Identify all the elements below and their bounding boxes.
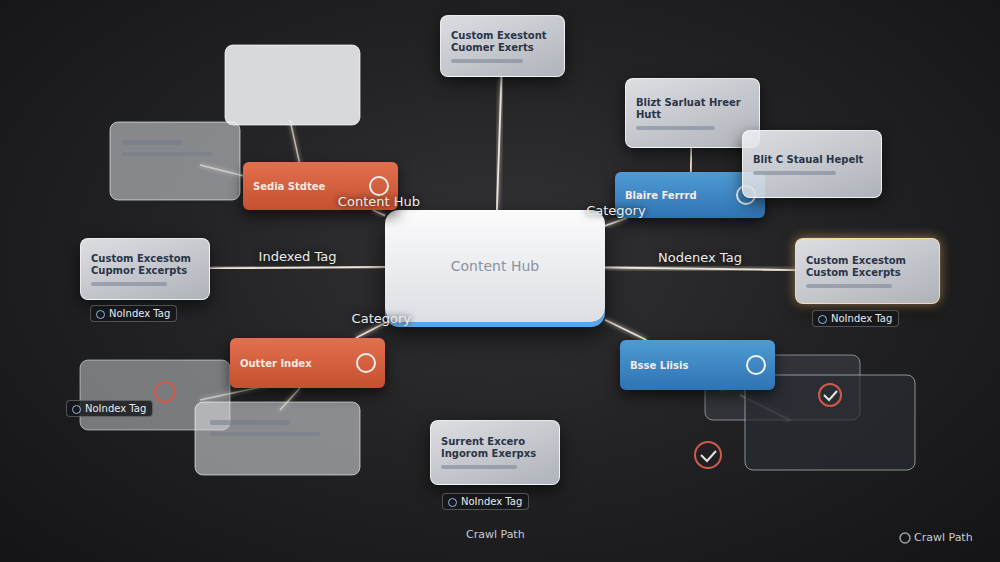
tag-badge: NoIndex Tag bbox=[812, 310, 899, 327]
text-placeholder-bar bbox=[806, 284, 892, 288]
text-placeholder-bar bbox=[441, 465, 517, 469]
node-title: Bsse Liisis bbox=[630, 360, 741, 371]
crawl-connector bbox=[690, 148, 693, 172]
node-title: Surrent Excero Ingorom Exerpxs bbox=[441, 436, 549, 460]
status-icon bbox=[369, 176, 389, 196]
crawl-connector bbox=[605, 320, 646, 340]
content-card: Blit C Staual Hepelt bbox=[742, 130, 882, 198]
edge-label: Indexed Tag bbox=[259, 248, 337, 263]
leader-lines bbox=[200, 120, 790, 420]
hub-box: Content Hub bbox=[385, 210, 605, 322]
status-icon bbox=[356, 353, 376, 373]
tag-badge: NoIndex Tag bbox=[442, 493, 529, 510]
content-card: Custom Excestom Custom Excerpts bbox=[795, 238, 940, 304]
crawl-connector bbox=[373, 210, 385, 216]
text-placeholder-bar bbox=[451, 59, 523, 63]
content-card: Surrent Excero Ingorom Exerpxs bbox=[430, 420, 560, 485]
node-title: Custom Exestont Cuomer Exerts bbox=[451, 30, 554, 54]
status-icon bbox=[746, 355, 766, 375]
crawl-connector bbox=[494, 322, 496, 420]
node-title: Custom Excestom Cupmor Excerpts bbox=[91, 253, 199, 277]
tag-badge: NoIndex Tag bbox=[90, 305, 177, 322]
category-label: Bsse Liisis bbox=[620, 340, 775, 390]
edge-label: Category bbox=[586, 202, 645, 217]
category-label: Outter Index bbox=[230, 338, 385, 388]
text-placeholder-bar bbox=[753, 171, 836, 175]
content-card: Blizt Sarluat Hreer Hutt bbox=[625, 78, 760, 148]
content-card: Custom Excestom Cupmor Excerpts bbox=[80, 238, 210, 300]
node-title: Blaire Ferrrd bbox=[625, 190, 731, 201]
caption-note: Crawl Path bbox=[466, 528, 525, 541]
node-title: Blizt Sarluat Hreer Hutt bbox=[636, 97, 749, 121]
node-title: Custom Excestom Custom Excerpts bbox=[806, 255, 929, 279]
node-title: Blit C Staual Hepelt bbox=[753, 154, 871, 166]
content-card: Custom Exestont Cuomer Exerts bbox=[440, 15, 565, 77]
text-placeholder-bar bbox=[91, 282, 167, 286]
crawl-connector bbox=[497, 77, 502, 210]
crawl-connector bbox=[210, 267, 385, 269]
edge-label: Nodenex Tag bbox=[658, 249, 742, 264]
node-title: Outter Index bbox=[240, 358, 351, 369]
crawl-connector bbox=[605, 267, 795, 270]
edge-label: Category bbox=[352, 311, 411, 326]
tag-badge: NoIndex Tag bbox=[66, 400, 153, 417]
node-title: Sedia Stdtee bbox=[253, 181, 364, 192]
edge-label: Content Hub bbox=[338, 193, 420, 208]
crawl-connector bbox=[605, 218, 627, 226]
text-placeholder-bar bbox=[636, 126, 715, 130]
node-title: Content Hub bbox=[451, 258, 539, 274]
caption-note: Crawl Path bbox=[914, 531, 973, 544]
blank-cards bbox=[80, 45, 915, 543]
